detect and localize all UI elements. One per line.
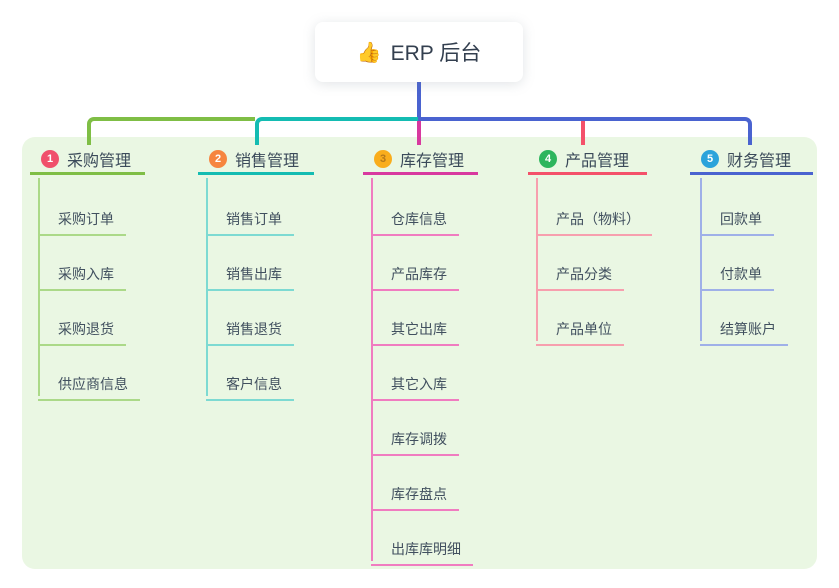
branch-3-child-node[interactable]: 仓库信息 <box>371 202 459 236</box>
branch-3-drop-line <box>417 121 421 145</box>
branch-1-child-node[interactable]: 采购订单 <box>38 202 126 236</box>
branch-1-spine-line <box>38 178 40 396</box>
branch-4-spine-line <box>536 178 538 341</box>
branch-5-child-node[interactable]: 回款单 <box>700 202 774 236</box>
branch-5-child-node[interactable]: 付款单 <box>700 257 774 291</box>
branch-3-child-node[interactable]: 其它出库 <box>371 312 459 346</box>
branch-3-child-node[interactable]: 库存调拨 <box>371 422 459 456</box>
root-connector-line <box>417 82 421 119</box>
branch-1-node[interactable]: 1 采购管理 <box>30 145 145 175</box>
branch-3-node[interactable]: 3 库存管理 <box>363 145 478 175</box>
branch-2-child-node[interactable]: 销售订单 <box>206 202 294 236</box>
branch-2-child-node[interactable]: 客户信息 <box>206 367 294 401</box>
branch-1-child-node[interactable]: 供应商信息 <box>38 367 140 401</box>
branch-1-child-node[interactable]: 采购入库 <box>38 257 126 291</box>
branch-1-child-node[interactable]: 采购退货 <box>38 312 126 346</box>
branch-2-spine-line <box>206 178 208 396</box>
branch-4-child-node[interactable]: 产品单位 <box>536 312 624 346</box>
priority-4-badge-icon: 4 <box>539 149 557 168</box>
branch-2-label: 销售管理 <box>235 152 300 170</box>
branch-3-label: 库存管理 <box>400 152 465 170</box>
branch-2-elbow <box>255 117 418 145</box>
branch-5-node[interactable]: 5 财务管理 <box>690 145 813 175</box>
branch-3-child-node[interactable]: 库存盘点 <box>371 477 459 511</box>
branch-4-node[interactable]: 4 产品管理 <box>528 145 647 175</box>
branch-1-label: 采购管理 <box>67 152 132 170</box>
branch-4-label: 产品管理 <box>565 152 630 170</box>
branch-2-node[interactable]: 2 销售管理 <box>198 145 314 175</box>
priority-3-badge-icon: 3 <box>374 149 392 168</box>
branch-5-child-node[interactable]: 结算账户 <box>700 312 788 346</box>
branch-4-child-node[interactable]: 产品（物料） <box>536 202 652 236</box>
branch-5-label: 财务管理 <box>727 152 792 170</box>
root-label: ERP 后台 <box>390 42 482 65</box>
thumbs-up-icon: 👍 <box>356 41 382 64</box>
branches-panel <box>22 137 817 569</box>
branch-1-elbow <box>87 117 255 145</box>
priority-1-badge-icon: 1 <box>41 149 59 168</box>
branch-4-child-node[interactable]: 产品分类 <box>536 257 624 291</box>
branch-2-child-node[interactable]: 销售出库 <box>206 257 294 291</box>
root-node[interactable]: 👍 ERP 后台 <box>315 22 523 82</box>
priority-5-badge-icon: 5 <box>701 149 719 168</box>
branch-3-child-node[interactable]: 产品库存 <box>371 257 459 291</box>
branch-5-elbow <box>418 117 752 145</box>
branch-3-spine-line <box>371 178 373 561</box>
branch-4-drop-line <box>581 121 585 145</box>
branch-3-child-node[interactable]: 其它入库 <box>371 367 459 401</box>
branch-5-spine-line <box>700 178 702 341</box>
branch-2-child-node[interactable]: 销售退货 <box>206 312 294 346</box>
branch-3-child-node[interactable]: 出库库明细 <box>371 532 473 566</box>
priority-2-badge-icon: 2 <box>209 149 227 168</box>
